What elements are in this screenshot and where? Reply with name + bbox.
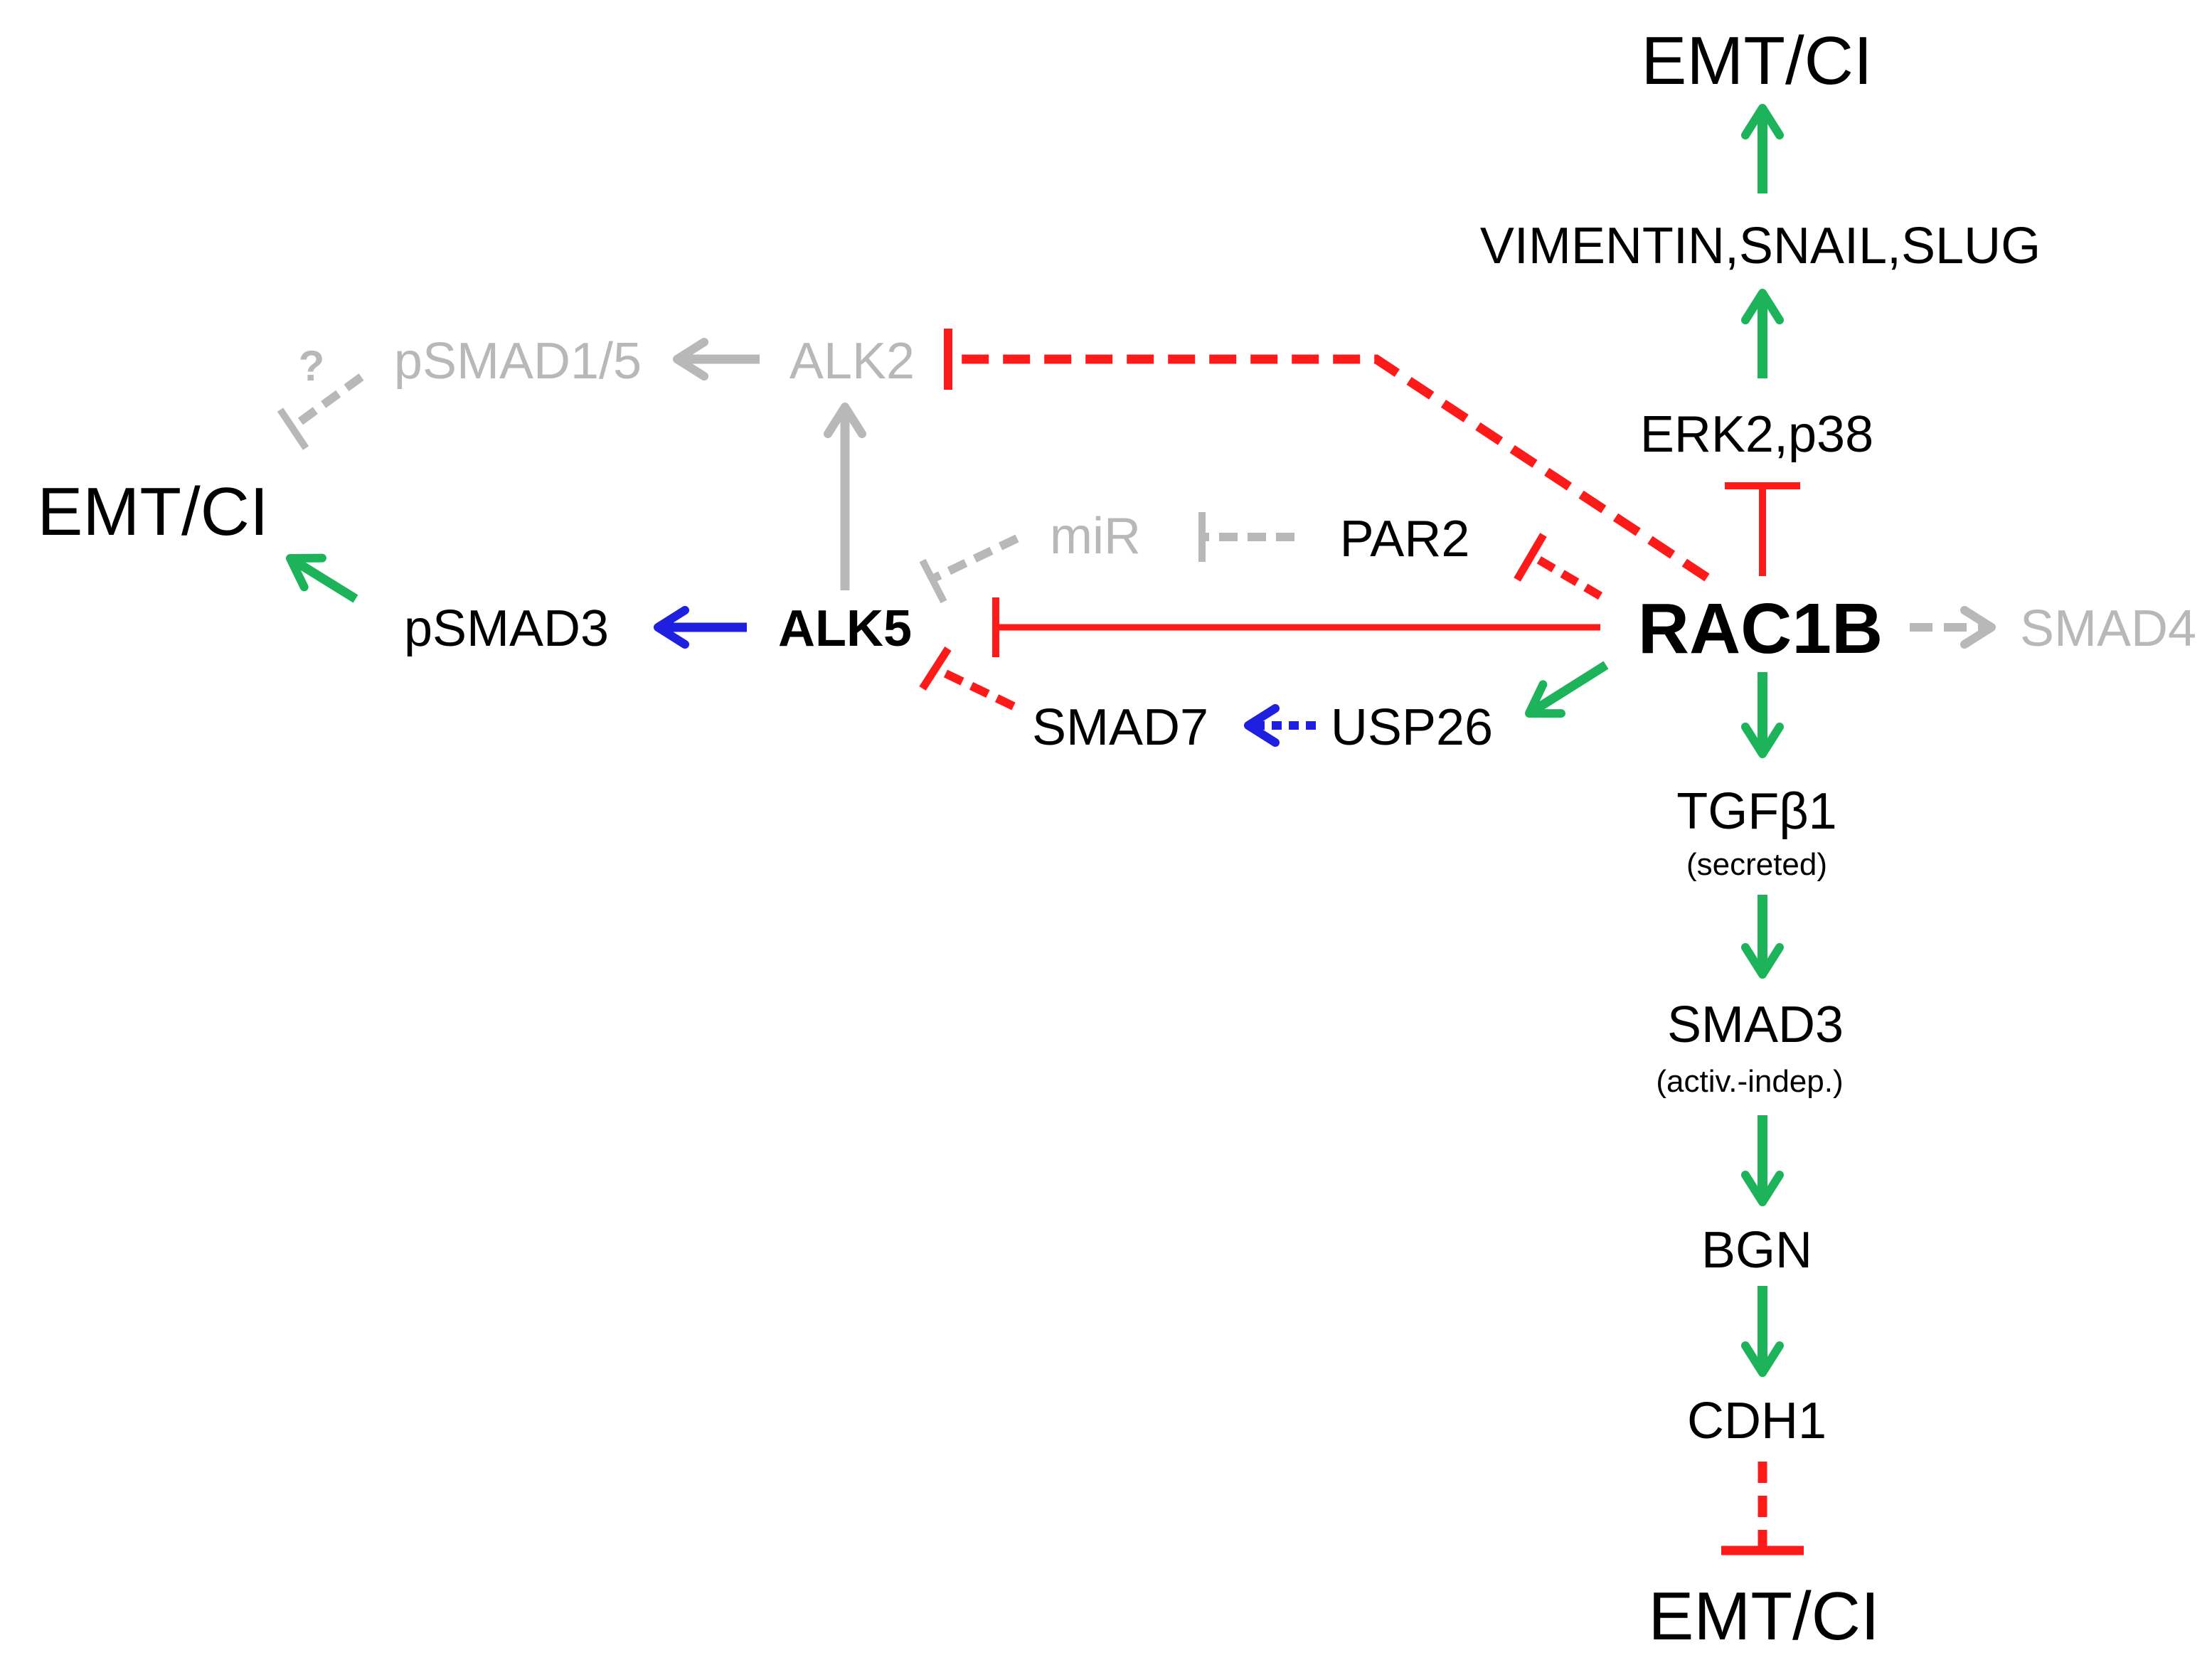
node-rac1b: RAC1B bbox=[1638, 589, 1883, 669]
node-smad3: SMAD3 bbox=[1667, 996, 1844, 1053]
node-alk2: ALK2 bbox=[789, 333, 915, 390]
node-usp26: USP26 bbox=[1331, 699, 1493, 756]
node-bgn: BGN bbox=[1701, 1222, 1812, 1279]
node-psmad3: pSMAD3 bbox=[404, 600, 609, 657]
node-emt-left: EMT/CI bbox=[37, 474, 268, 550]
arrow-rac1b-to-usp26 bbox=[1525, 661, 1609, 718]
inhibition-rac1b-alk5 bbox=[992, 597, 1600, 657]
node-smad7: SMAD7 bbox=[1032, 699, 1208, 756]
node-tgfb1: TGFβ1 bbox=[1676, 783, 1836, 840]
inhibition-cdh1-emt bbox=[1721, 1462, 1804, 1555]
inhibition-psmad15-emt bbox=[277, 373, 364, 450]
inhibition-smad7-alk5 bbox=[919, 647, 1016, 711]
inhibition-rac1b-par2 bbox=[1514, 533, 1603, 600]
node-cdh1: CDH1 bbox=[1687, 1393, 1827, 1449]
node-tgfb1-note: (secreted) bbox=[1686, 847, 1827, 882]
inhibition-rac1b-erk bbox=[1725, 482, 1800, 576]
node-emt-bottom: EMT/CI bbox=[1648, 1578, 1879, 1654]
node-par2: PAR2 bbox=[1340, 511, 1470, 568]
node-psmad15: pSMAD1/5 bbox=[394, 333, 642, 390]
inhibition-rac1b-alk2 bbox=[944, 329, 1710, 582]
inhibition-mir-alk5 bbox=[919, 534, 1019, 604]
node-smad4: SMAD4 bbox=[2020, 600, 2196, 657]
node-erk2-p38: ERK2,p38 bbox=[1640, 406, 1873, 463]
arrow-psmad3-to-emt-left bbox=[286, 553, 358, 603]
question-mark: ? bbox=[299, 342, 325, 390]
node-smad3-note: (activ.-indep.) bbox=[1656, 1064, 1843, 1099]
inhibition-par2-mir bbox=[1198, 512, 1294, 562]
node-alk5: ALK5 bbox=[778, 600, 912, 657]
node-mir: miR bbox=[1050, 508, 1141, 565]
node-emt-top: EMT/CI bbox=[1641, 23, 1872, 99]
node-vimentin-snail-slug: VIMENTIN,SNAIL,SLUG bbox=[1480, 218, 2041, 275]
